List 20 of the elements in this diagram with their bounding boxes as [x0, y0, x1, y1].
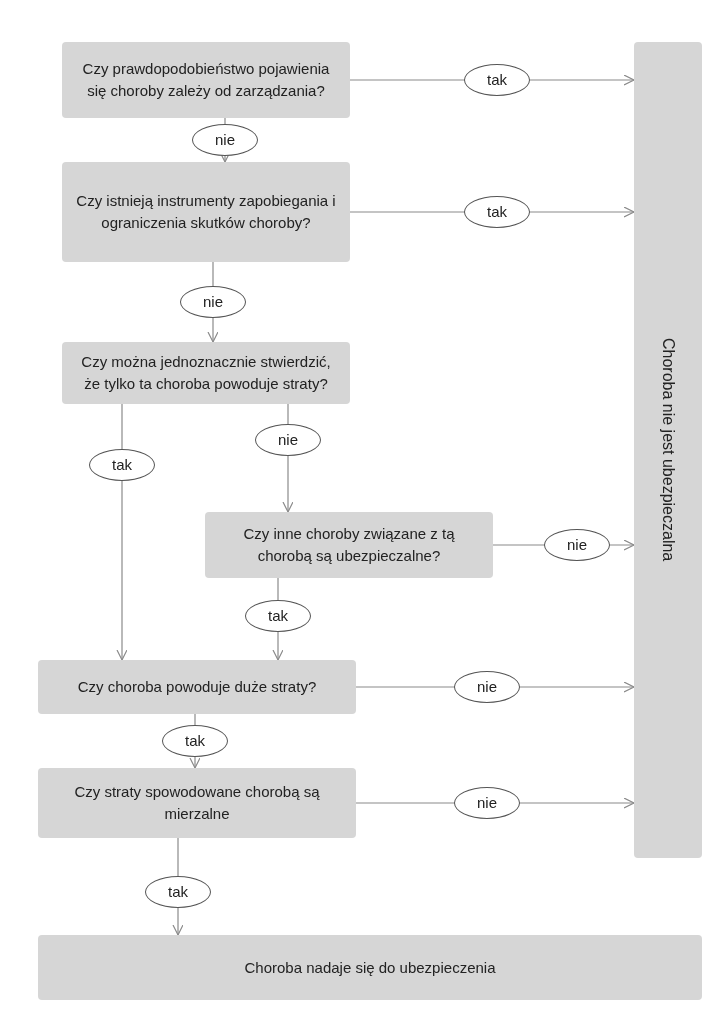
outcome-bar: Choroba nie jest ubezpieczalna: [634, 42, 702, 858]
edge-label: tak: [245, 600, 311, 632]
edge-label: tak: [162, 725, 228, 757]
edge-label: tak: [89, 449, 155, 481]
decision-box: Czy choroba powoduje duże straty?: [38, 660, 356, 714]
edge-label: nie: [192, 124, 258, 156]
edge-label: tak: [464, 196, 530, 228]
decision-box: Czy straty spowodowane chorobą są mierzalne: [38, 768, 356, 838]
edge-label: nie: [454, 787, 520, 819]
edge-label: nie: [544, 529, 610, 561]
edge-label: tak: [464, 64, 530, 96]
decision-box: Czy istnieją instrumenty zapobiegania i ograniczenia skutków choroby?: [62, 162, 350, 262]
decision-box: Czy można jednoznacznie stwierdzić, że tylko ta choroba powoduje straty?: [62, 342, 350, 404]
edge-label: nie: [454, 671, 520, 703]
decision-box: Czy prawdopodobieństwo pojawienia się choroby zależy od zarządzania?: [62, 42, 350, 118]
decision-box: Czy inne choroby związane z tą chorobą są ubezpieczalne?: [205, 512, 493, 578]
outcome-box: Choroba nadaje się do ubezpieczenia: [38, 935, 702, 1000]
edge-label: nie: [255, 424, 321, 456]
edge-label: nie: [180, 286, 246, 318]
edge-label: tak: [145, 876, 211, 908]
